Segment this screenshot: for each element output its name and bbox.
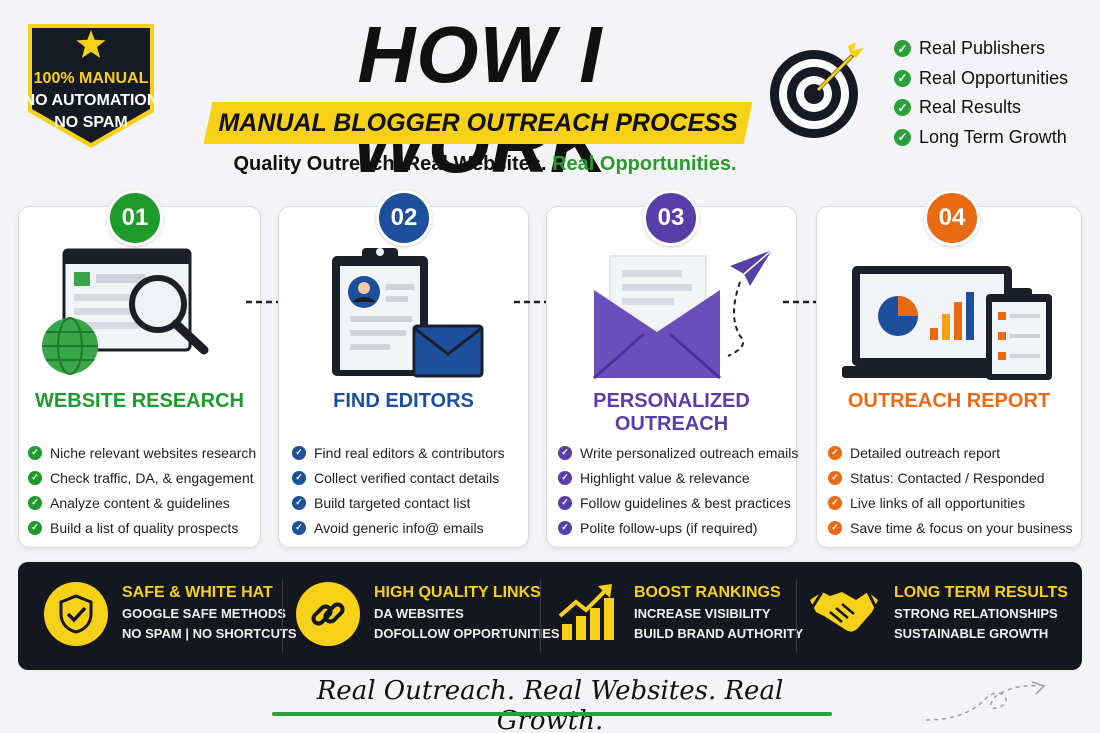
- personalized-outreach-illustration: [593, 249, 773, 380]
- shield-check-icon: [44, 582, 108, 646]
- step-checklist: ✓Detailed outreach report ✓Status: Conta…: [828, 440, 1073, 540]
- find-editors-illustration: [332, 248, 484, 378]
- badge-line-2: NO AUTOMATION: [23, 92, 159, 109]
- check-icon: ✓: [28, 445, 42, 460]
- check-icon: ✓: [894, 128, 911, 146]
- outreach-report-illustration: [842, 266, 1052, 380]
- list-item: ✓Avoid generic info@ emails: [292, 515, 505, 540]
- step-checklist: ✓Find real editors & contributors ✓Colle…: [292, 440, 505, 540]
- feature-line: INCREASE VISIBILITY: [634, 606, 771, 621]
- check-icon: ✓: [292, 470, 306, 485]
- check-icon: ✓: [828, 495, 842, 510]
- tagline: Quality Outreach. Real Websites. Real Op…: [200, 150, 770, 178]
- step-title: OUTREACH REPORT: [847, 390, 1051, 412]
- check-icon: ✓: [828, 445, 842, 460]
- list-item: ✓Niche relevant websites research: [28, 440, 256, 465]
- check-icon: ✓: [894, 40, 911, 58]
- feature-line: BUILD BRAND AUTHORITY: [634, 626, 804, 641]
- list-item: ✓Polite follow-ups (if required): [558, 515, 798, 540]
- target-icon: [770, 42, 864, 138]
- footer-slogan: Real Outreach. Real Websites. Real Growt…: [316, 676, 784, 733]
- list-item: ✓Build a list of quality prospects: [28, 515, 256, 540]
- checklist-item: ✓ Long Term Growth: [894, 123, 1094, 153]
- website-research-illustration: [42, 248, 209, 375]
- checklist-item: ✓ Real Opportunities: [894, 64, 1094, 94]
- check-icon: ✓: [558, 445, 572, 460]
- check-icon: ✓: [894, 69, 911, 87]
- list-item: ✓Live links of all opportunities: [828, 490, 1073, 515]
- check-icon: ✓: [558, 470, 572, 485]
- step-number-02: 02: [376, 190, 432, 246]
- step-title: WEBSITE RESEARCH: [35, 390, 244, 412]
- divider: [540, 580, 541, 652]
- check-icon: ✓: [558, 520, 572, 535]
- divider: [282, 580, 283, 652]
- feature-safe-white-hat: SAFE & WHITE HAT GOOGLE SAFE METHODS NO …: [44, 574, 297, 658]
- step-number-03: 03: [643, 190, 699, 246]
- dashed-arrow-icon: [925, 681, 1046, 721]
- list-item: ✓Find real editors & contributors: [292, 440, 505, 465]
- manual-badge: 100% MANUAL NO AUTOMATION NO SPAM: [22, 20, 160, 152]
- check-icon: ✓: [28, 520, 42, 535]
- feature-high-quality-links: HIGH QUALITY LINKS DA WEBSITES DOFOLLOW …: [296, 574, 560, 658]
- handshake-icon: [808, 582, 880, 647]
- badge-line-3: NO SPAM: [54, 114, 128, 131]
- feature-line: NO SPAM | NO SHORTCUTS: [122, 626, 297, 641]
- page-subtitle: MANUAL BLOGGER OUTREACH PROCESS: [218, 108, 738, 137]
- check-icon: ✓: [558, 495, 572, 510]
- list-item: ✓Detailed outreach report: [828, 440, 1073, 465]
- checklist-item: ✓ Real Publishers: [894, 34, 1094, 64]
- step-checklist: ✓Niche relevant websites research ✓Check…: [28, 440, 256, 540]
- feature-title: SAFE & WHITE HAT: [122, 584, 273, 601]
- feature-title: LONG TERM RESULTS: [894, 584, 1068, 601]
- step-number-01: 01: [107, 190, 163, 246]
- footer-underline: [272, 712, 832, 716]
- check-icon: ✓: [292, 445, 306, 460]
- list-item: ✓Analyze content & guidelines: [28, 490, 256, 515]
- step-number-04: 04: [924, 190, 980, 246]
- step-title: PERSONALIZED OUTREACH: [593, 390, 750, 435]
- badge-shield-shape: [28, 24, 154, 148]
- step-title: FIND EDITORS: [333, 390, 474, 412]
- feature-title: BOOST RANKINGS: [634, 584, 781, 601]
- list-item: ✓Check traffic, DA, & engagement: [28, 465, 256, 490]
- check-icon: ✓: [292, 495, 306, 510]
- feature-long-term-results: LONG TERM RESULTS STRONG RELATIONSHIPS S…: [808, 574, 1068, 658]
- divider: [796, 580, 797, 652]
- list-item: ✓Follow guidelines & best practices: [558, 490, 798, 515]
- step-checklist: ✓Write personalized outreach emails ✓Hig…: [558, 440, 798, 540]
- list-item: ✓Status: Contacted / Responded: [828, 465, 1073, 490]
- list-item: ✓Build targeted contact list: [292, 490, 505, 515]
- list-item: ✓Highlight value & relevance: [558, 465, 798, 490]
- chain-link-icon: [296, 582, 360, 646]
- growth-chart-icon: [556, 580, 620, 649]
- benefit-checklist: ✓ Real Publishers ✓ Real Opportunities ✓…: [894, 34, 1094, 152]
- feature-title: HIGH QUALITY LINKS: [374, 584, 541, 601]
- list-item: ✓Collect verified contact details: [292, 465, 505, 490]
- feature-line: SUSTAINABLE GROWTH: [894, 626, 1049, 641]
- list-item: ✓Save time & focus on your business: [828, 515, 1073, 540]
- tagline-part-2: Real Opportunities.: [552, 153, 737, 175]
- features-banner: SAFE & WHITE HAT GOOGLE SAFE METHODS NO …: [18, 562, 1082, 670]
- list-item: ✓Write personalized outreach emails: [558, 440, 798, 465]
- feature-line: DOFOLLOW OPPORTUNITIES: [374, 626, 560, 641]
- feature-line: GOOGLE SAFE METHODS: [122, 606, 286, 621]
- check-icon: ✓: [894, 99, 911, 117]
- tagline-part-1: Quality Outreach. Real Websites.: [233, 153, 553, 175]
- feature-line: DA WEBSITES: [374, 606, 464, 621]
- check-icon: ✓: [28, 495, 42, 510]
- check-icon: ✓: [828, 520, 842, 535]
- feature-boost-rankings: BOOST RANKINGS INCREASE VISIBILITY BUILD…: [556, 574, 803, 658]
- check-icon: ✓: [28, 470, 42, 485]
- check-icon: ✓: [828, 470, 842, 485]
- check-icon: ✓: [292, 520, 306, 535]
- star-icon: [76, 30, 106, 58]
- badge-line-1: 100% MANUAL: [33, 70, 149, 87]
- feature-line: STRONG RELATIONSHIPS: [894, 606, 1058, 621]
- checklist-item: ✓ Real Results: [894, 93, 1094, 123]
